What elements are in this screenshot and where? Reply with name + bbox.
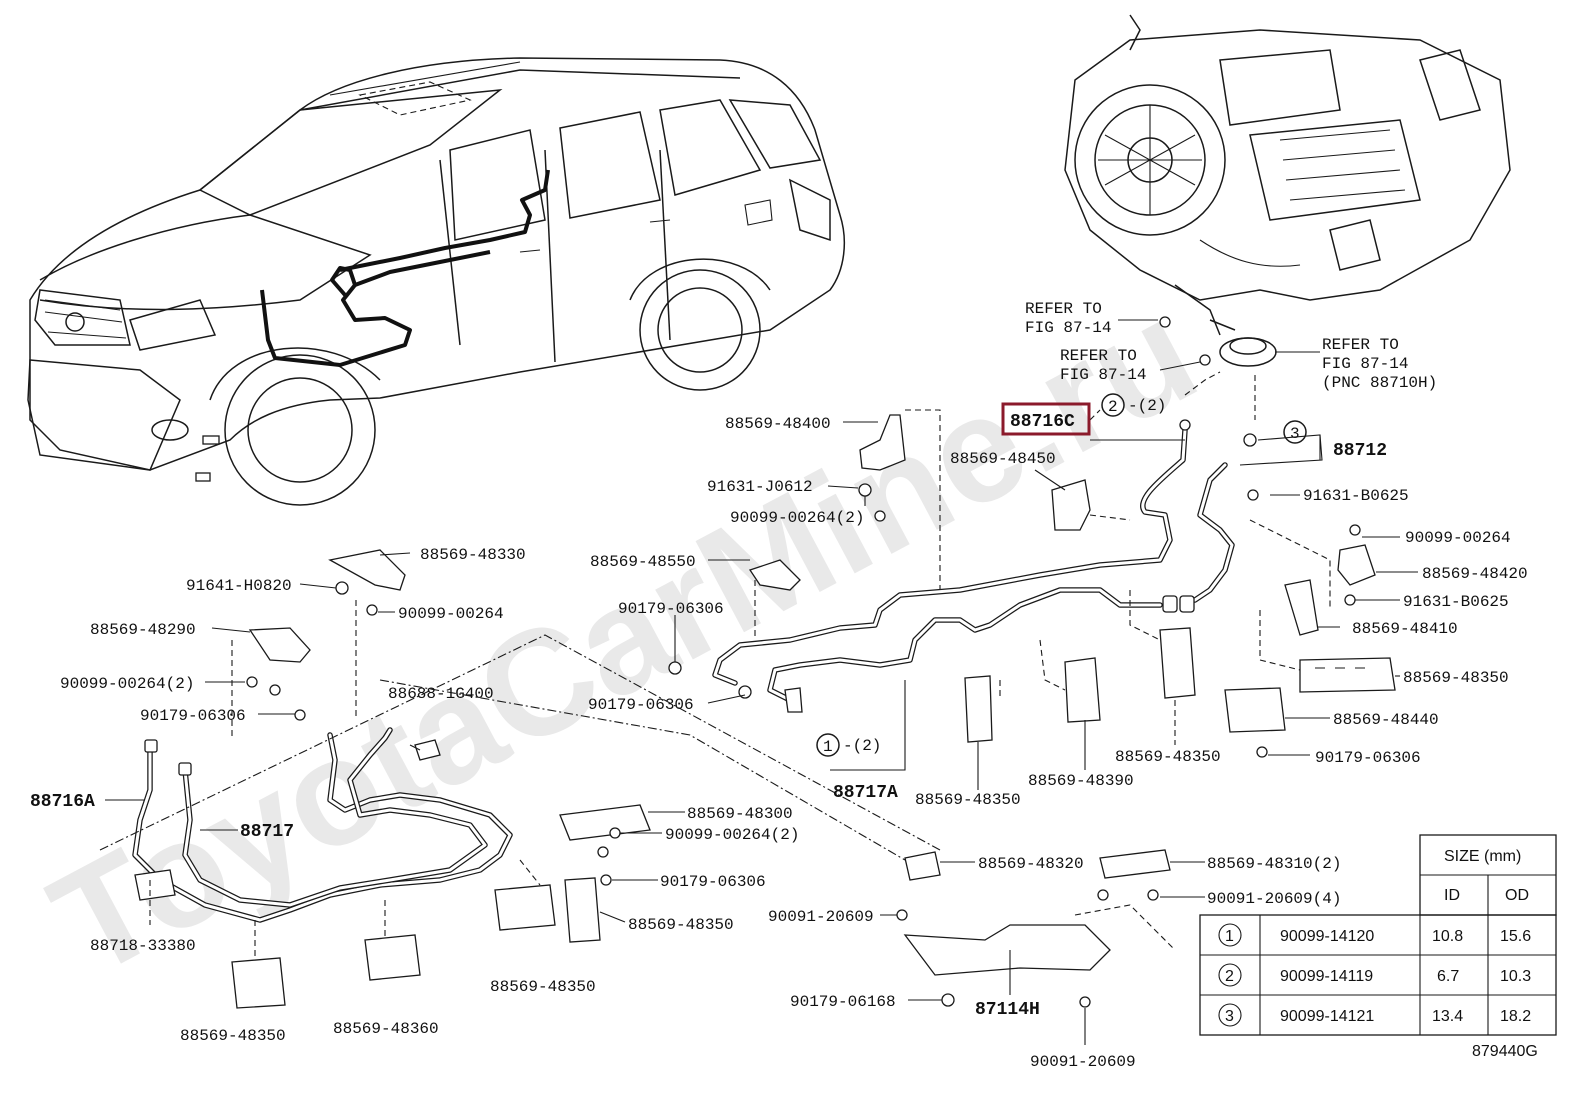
part-label[interactable]: 90179-06306 (140, 707, 246, 725)
part-label[interactable]: 88569-48360 (333, 1020, 439, 1038)
size-row-2-part[interactable]: 90099-14119 (1280, 968, 1373, 985)
part-label[interactable]: 88569-48350 (1115, 748, 1221, 766)
part-label[interactable]: 90091-20609 (1030, 1053, 1136, 1071)
part-label[interactable]: 88569-48300 (687, 805, 793, 823)
callout-1-num: 1 (823, 738, 833, 756)
part-label[interactable]: 90179-06306 (618, 600, 724, 618)
part-label[interactable]: 88569-48350 (1403, 669, 1509, 687)
size-row-3-part[interactable]: 90099-14121 (1280, 1008, 1374, 1025)
part-label[interactable]: 88717 (240, 822, 294, 842)
part-label[interactable]: 88569-48450 (950, 450, 1056, 468)
part-label[interactable]: 90099-00264(2) (730, 509, 864, 527)
highlighted-part-label[interactable]: 88716C (1010, 412, 1075, 432)
part-label[interactable]: 88569-48350 (628, 916, 734, 934)
part-label[interactable]: 88688-1G400 (388, 685, 494, 703)
part-label[interactable]: 90099-00264 (1405, 529, 1511, 547)
part-label[interactable]: 88569-48410 (1352, 620, 1458, 638)
callout-2-qty: -(2) (1128, 397, 1166, 415)
size-row-1-od: 15.6 (1500, 928, 1531, 945)
part-label[interactable]: 88569-48350 (490, 978, 596, 996)
refer-note-2-line2: FIG 87-14 (1060, 366, 1146, 384)
part-label[interactable]: 88712 (1333, 441, 1387, 461)
part-label[interactable]: 90099-00264 (398, 605, 504, 623)
part-label[interactable]: 88569-48390 (1028, 772, 1134, 790)
part-label[interactable]: 91631-B0625 (1303, 487, 1409, 505)
size-row-2-id: 6.7 (1437, 968, 1459, 985)
part-label[interactable]: 88569-48420 (1422, 565, 1528, 583)
part-label[interactable]: 90179-06168 (790, 993, 896, 1011)
size-row-1-part[interactable]: 90099-14120 (1280, 928, 1374, 945)
size-table-header-od: OD (1505, 887, 1529, 904)
part-label[interactable]: 90179-06306 (1315, 749, 1421, 767)
refer-note-3-line3: (PNC 88710H) (1322, 374, 1437, 392)
refer-note-2-line1: REFER TO (1060, 347, 1137, 365)
size-row-2-od: 10.3 (1500, 968, 1531, 985)
part-label[interactable]: 87114H (975, 1000, 1040, 1020)
part-label[interactable]: 88569-48550 (590, 553, 696, 571)
highlight-box (1001, 402, 1091, 436)
size-row-1-id: 10.8 (1432, 928, 1463, 945)
part-label[interactable]: 90179-06306 (588, 696, 694, 714)
part-label[interactable]: 91641-H0820 (186, 577, 292, 595)
part-label[interactable]: 90179-06306 (660, 873, 766, 891)
part-label[interactable]: 88569-48440 (1333, 711, 1439, 729)
part-label[interactable]: 90091-20609 (768, 908, 874, 926)
vehicle-illustration (27, 57, 846, 506)
part-label[interactable]: 88569-48290 (90, 621, 196, 639)
refer-note-1-line2: FIG 87-14 (1025, 319, 1111, 337)
part-label[interactable]: 88717A (833, 783, 898, 803)
part-label[interactable]: 88718-33380 (90, 937, 196, 955)
part-label[interactable]: 90099-00264(2) (60, 675, 194, 693)
part-label[interactable]: 90091-20609(4) (1207, 890, 1341, 908)
clamp-parts (134, 414, 1396, 1009)
part-label[interactable]: 90099-00264(2) (665, 826, 799, 844)
part-label[interactable]: 88716A (30, 792, 95, 812)
watermark: ToyotaCarMine.ru (26, 266, 1221, 1008)
size-table-title: SIZE (mm) (1444, 848, 1521, 865)
part-label[interactable]: 88569-48350 (915, 791, 1021, 809)
callout-1-qty: -(2) (843, 737, 881, 755)
pipe-assembly-88717 (132, 727, 513, 923)
refer-note-3-line1: REFER TO (1322, 336, 1399, 354)
size-row-3-id: 13.4 (1432, 1008, 1463, 1025)
size-row-2-num: 2 (1225, 968, 1234, 985)
callout-3-circle (1283, 420, 1307, 444)
figure-id: 879440G (1472, 1043, 1538, 1060)
ac-unit-illustration (1064, 14, 1511, 367)
callout-3-num: 3 (1290, 425, 1300, 443)
labels: REFER TO FIG 87-14 REFER TO FIG 87-14 RE… (30, 300, 1528, 1071)
part-label[interactable]: 88569-48400 (725, 415, 831, 433)
part-label[interactable]: 88569-48330 (420, 546, 526, 564)
callout-2-num: 2 (1108, 398, 1118, 416)
pipe-assembly-88717A (712, 419, 1257, 703)
refer-note-1-line1: REFER TO (1025, 300, 1102, 318)
size-table: SIZE (mm) ID OD 1 90099-14120 10.8 15.6 … (1199, 834, 1557, 1036)
part-label[interactable]: 91631-J0612 (707, 478, 813, 496)
part-label[interactable]: 88569-48310(2) (1207, 855, 1341, 873)
leader-lines (99, 371, 1418, 1045)
part-label[interactable]: 88569-48350 (180, 1027, 286, 1045)
size-table-header-id: ID (1444, 887, 1460, 904)
size-row-1-num: 1 (1225, 928, 1234, 945)
size-row-3-od: 18.2 (1500, 1008, 1531, 1025)
size-row-3-num: 3 (1225, 1008, 1234, 1025)
callout-1-circle (816, 733, 840, 757)
part-label[interactable]: 88569-48320 (978, 855, 1084, 873)
part-label[interactable]: 91631-B0625 (1403, 593, 1509, 611)
refer-note-3-line2: FIG 87-14 (1322, 355, 1408, 373)
callout-2-circle (1101, 393, 1125, 417)
